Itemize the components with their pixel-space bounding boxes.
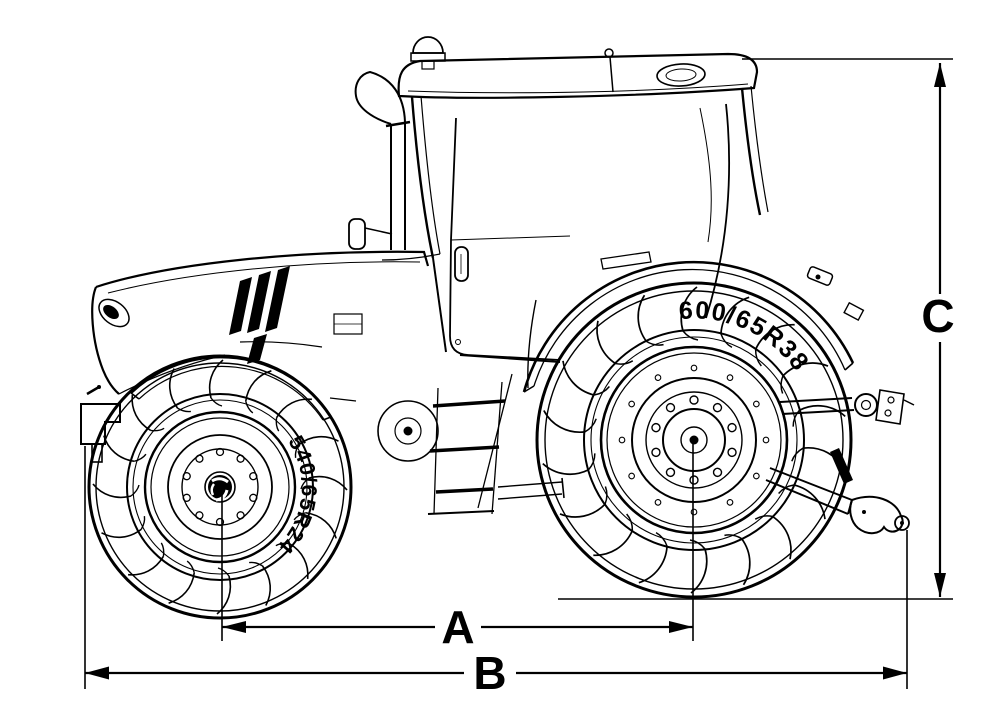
arrowhead-right-icon (883, 666, 907, 680)
front-weight-bracket (80, 385, 121, 463)
dimension-c: C (921, 63, 955, 597)
hitch-hook (849, 495, 904, 535)
dimension-a: A (222, 601, 693, 653)
extension-lines (84, 58, 953, 689)
front-tire-size-label: 540/65R24 (273, 431, 321, 558)
arrowhead-left-icon (85, 666, 109, 680)
steps (427, 373, 513, 515)
front-hub-logo (208, 475, 232, 502)
dimension-b: B (85, 647, 907, 699)
door-handle (454, 246, 469, 282)
a-pillar (410, 96, 435, 259)
top-link (779, 389, 915, 425)
hood (91, 250, 430, 395)
arrowhead-up-icon (934, 63, 946, 87)
arrowhead-right-icon (669, 621, 693, 633)
rear-lamp-icon (806, 266, 834, 286)
dimension-c-label: C (921, 290, 954, 342)
rear-pillar (740, 87, 762, 216)
roof-vent (656, 63, 706, 87)
antenna-icon (604, 48, 614, 93)
grille-slats (229, 266, 290, 364)
dimension-a-label: A (441, 601, 474, 653)
beacon-light-icon (410, 36, 446, 70)
mirror (348, 218, 393, 250)
front-fender (130, 355, 333, 421)
exhaust-pipe (354, 70, 411, 250)
roof (397, 36, 759, 99)
headlight-icon (98, 298, 130, 328)
rear-hitch (765, 389, 915, 535)
dimension-b-label: B (473, 647, 506, 699)
arrowhead-down-icon (934, 573, 946, 597)
front-wheel (87, 354, 353, 620)
rear-wheel (535, 281, 853, 599)
arrowhead-left-icon (222, 621, 246, 633)
rear-fender (522, 251, 865, 393)
chassis (329, 397, 565, 500)
